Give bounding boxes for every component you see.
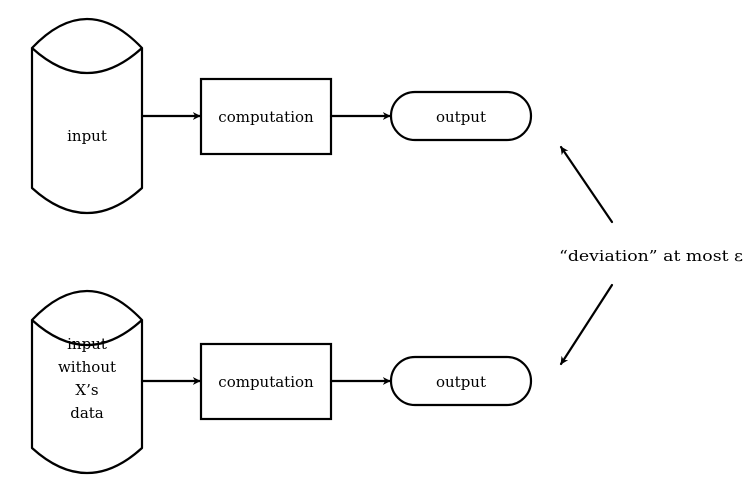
bottom-input-shape [30, 289, 144, 475]
comparison-label: “deviation” at most ε [559, 247, 743, 265]
top-output-label: output [436, 108, 486, 126]
top-input-shape [30, 17, 144, 215]
bottom-input-line-3: X’s [75, 381, 98, 399]
bottom-input-line-4: data [70, 404, 104, 422]
bottom-output-label: output [436, 373, 486, 391]
top-computation-label: computation [218, 108, 314, 126]
top-input-label: input [67, 127, 107, 145]
top-flow: input computation output [30, 17, 533, 215]
comparison: “deviation” at most ε [559, 145, 743, 366]
top-output-pill [389, 90, 533, 142]
bottom-computation-label: computation [218, 373, 314, 391]
bottom-computation-box [199, 342, 333, 421]
comparison-arrow-up [559, 145, 614, 224]
bottom-input-line-1: input [67, 335, 107, 353]
comparison-arrow-down [559, 283, 614, 366]
bottom-output-pill [389, 355, 533, 407]
bottom-input-line-2: without [58, 358, 116, 376]
bottom-flow: input without X’s data computation outpu… [30, 289, 533, 475]
